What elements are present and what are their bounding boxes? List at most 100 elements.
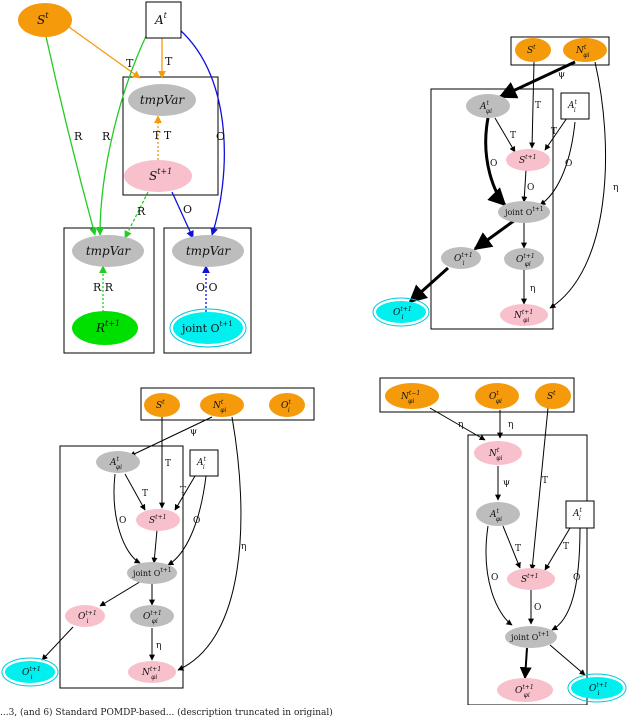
d3-edge-label: O — [193, 516, 200, 526]
svg-text:Ot+1φi: Ot+1φi — [515, 684, 534, 699]
svg-text:tmpVar: tmpVar — [86, 244, 132, 258]
svg-text:tmpVar: tmpVar — [140, 93, 186, 107]
node-next-state[interactable]: St+1 — [506, 149, 550, 171]
d4-edge-label: T — [515, 544, 521, 554]
cluster-box-observation — [163, 227, 252, 354]
edge-s1-to-joint — [521, 169, 528, 203]
svg-text:Nt−1φi: Nt−1φi — [400, 390, 420, 405]
edge-n-to-a — [498, 60, 576, 99]
diagram-1: T T R R O T T R O R R O O St At tmpVar S… — [18, 1, 252, 354]
edge-s1-to-joint — [151, 529, 158, 564]
edge-s1-to-reward-tmp — [124, 191, 149, 239]
node-next-state[interactable]: St+1 — [136, 509, 180, 531]
svg-text:Ati: Ati — [196, 456, 207, 471]
edge-a-to-joint — [113, 473, 141, 564]
edge-ai-to-joint — [167, 475, 207, 566]
d1-edge-label: R — [137, 205, 146, 218]
node-next-state[interactable]: St+1 — [507, 568, 555, 590]
svg-text:joint Ot+1: joint Ot+1 — [504, 206, 544, 217]
svg-text:St: St — [527, 44, 536, 56]
node-state[interactable]: St — [515, 38, 551, 62]
svg-text:St: St — [547, 390, 556, 402]
d1-edge-label: T T — [153, 129, 172, 142]
d2-edge-label: ψ — [558, 70, 565, 80]
d2-edge-label: O — [527, 183, 534, 193]
svg-text:Oti: Oti — [281, 399, 291, 414]
d4-edge-label: T — [563, 542, 569, 552]
d1-edge-label: T — [165, 55, 173, 68]
d4-edge-label: O — [573, 573, 580, 583]
svg-text:Ot+1i: Ot+1i — [454, 252, 473, 267]
node-joint-observation: joint Ot+1 — [498, 201, 550, 223]
svg-text:Nt+1φi: Nt+1φi — [513, 309, 533, 324]
node-state[interactable]: St — [144, 393, 180, 417]
node-joint-observation[interactable]: joint Ot+1 — [169, 308, 247, 348]
edge-s-to-reward — [44, 31, 97, 236]
svg-text:St+1: St+1 — [519, 154, 536, 166]
edge-s-to-s1 — [529, 407, 549, 571]
svg-text:Ati: Ati — [572, 507, 583, 522]
svg-text:Ot+1φi: Ot+1φi — [143, 610, 162, 625]
edge-joint-to-ophi — [519, 647, 532, 680]
d3-edge-label: T — [165, 459, 171, 469]
svg-text:At: At — [154, 11, 168, 27]
edge-ai-to-s1 — [544, 527, 571, 571]
node-action[interactable]: At — [145, 1, 182, 39]
cluster-box-inputs — [379, 377, 575, 413]
cluster-box-agent — [430, 88, 554, 330]
node-tmpvar-transition: tmpVar — [128, 84, 196, 116]
d3-edge-label: T — [142, 489, 148, 499]
cluster-box-transition — [122, 76, 219, 196]
node-reward[interactable]: Rt+1 — [72, 311, 138, 345]
edge-s1-to-obs-tmp — [171, 191, 194, 239]
node-next-state[interactable]: St+1 — [124, 160, 192, 192]
node-tmpvar-reward: tmpVar — [72, 235, 144, 267]
d4-edge-label: T — [542, 476, 548, 486]
edge-s-to-tmpvar — [61, 21, 141, 79]
edge-nm-to-n — [429, 407, 486, 441]
svg-text:Ot+1i: Ot+1i — [78, 610, 97, 625]
d2-edge-label: η — [530, 284, 535, 294]
d1-edge-label: R R — [93, 281, 114, 294]
node-state[interactable]: St — [535, 383, 571, 409]
svg-text:Nt+1φi: Nt+1φi — [141, 666, 161, 681]
cluster-box-agent — [59, 445, 184, 689]
edge-joint-to-oc — [549, 644, 586, 676]
svg-text:St: St — [37, 11, 49, 27]
edge-a-to-s1 — [502, 525, 521, 569]
edge-n-to-n1 — [177, 416, 242, 671]
d2-edge-label: η — [613, 183, 618, 193]
svg-text:St: St — [156, 399, 165, 411]
d2-edge-label: O — [490, 159, 497, 169]
node-state[interactable]: St — [18, 3, 72, 37]
d3-edge-label: T — [180, 486, 186, 496]
d3-edge-label: ψ — [190, 427, 197, 437]
edge-oi-to-oc — [408, 266, 450, 304]
d1-edge-label: O — [183, 203, 192, 216]
edge-ai-to-joint — [551, 527, 581, 631]
d4-edge-label: ψ — [503, 478, 510, 488]
